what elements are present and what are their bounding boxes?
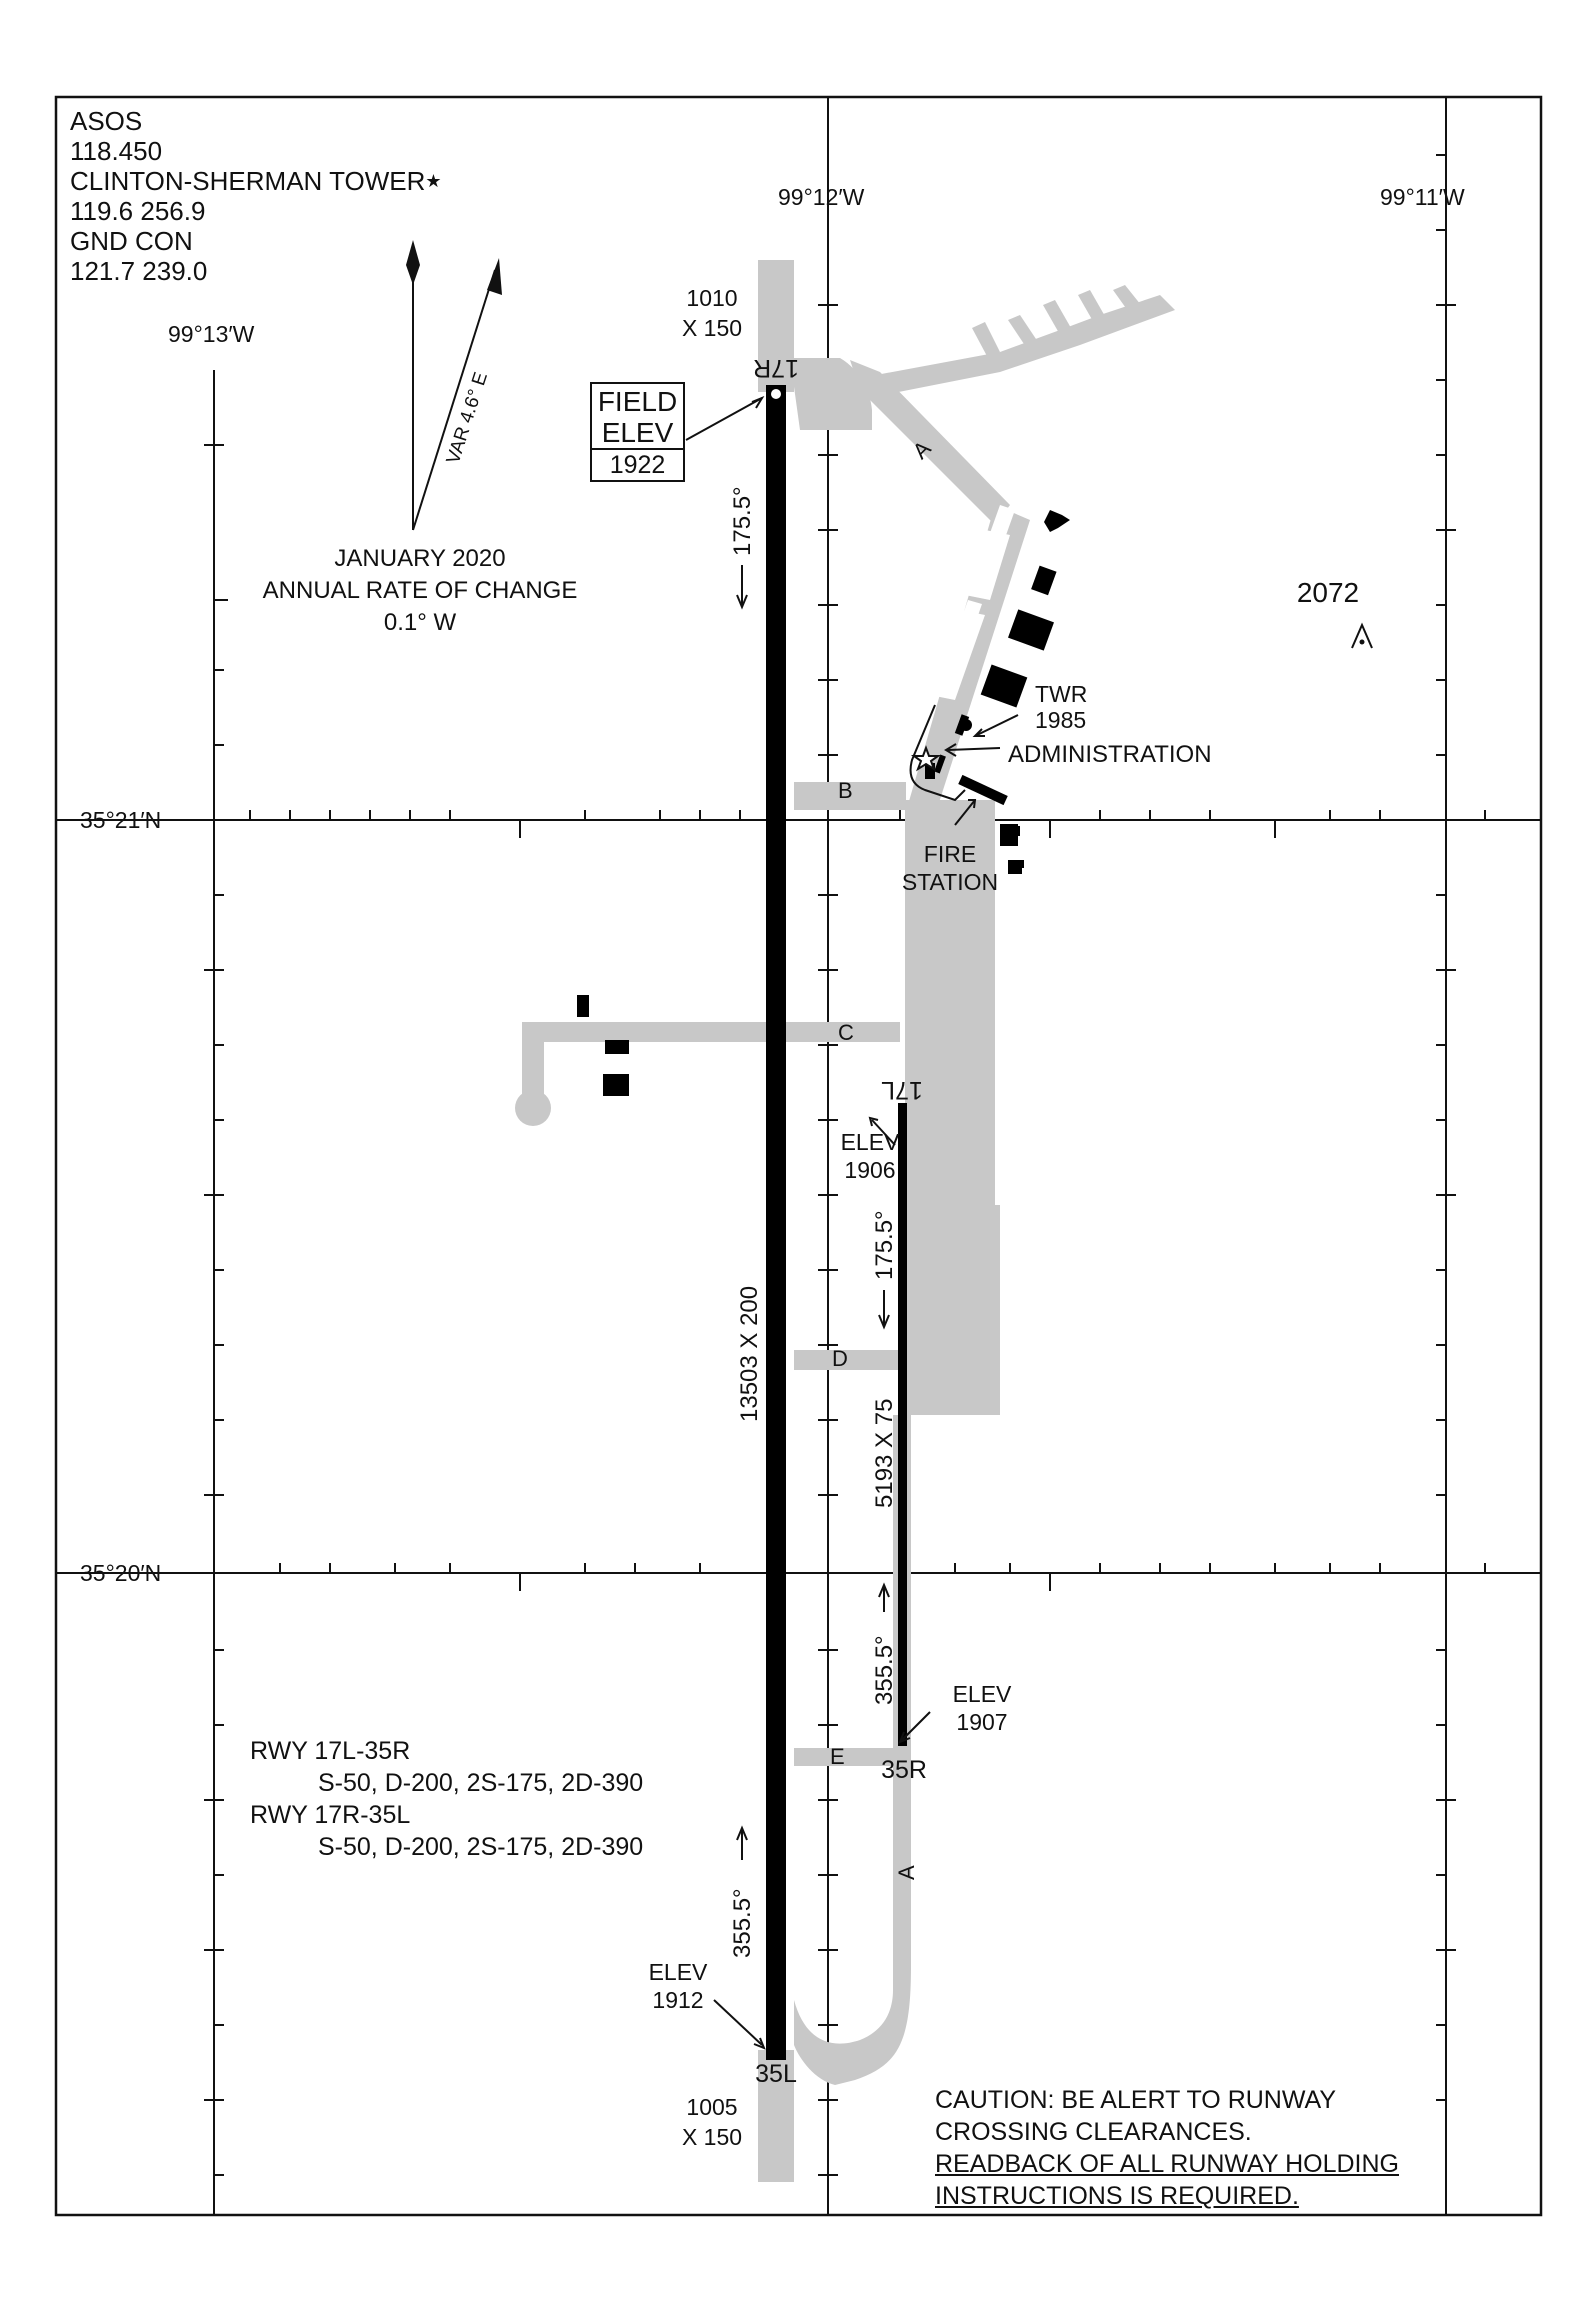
rwy-35l-heading: 355.5° <box>729 1888 756 1958</box>
rwy-35r-heading: 355.5° <box>871 1635 898 1705</box>
obstacle-elev: 2072 <box>1297 577 1359 608</box>
north-arrow <box>406 240 420 530</box>
taxiway-c-label: C <box>838 1020 854 1045</box>
admin-label: ADMINISTRATION <box>1008 741 1212 768</box>
field-elevation-box: FIELD ELEV 1922 <box>590 382 685 482</box>
south-overrun-length: 1005 <box>686 2094 737 2120</box>
south-overrun-width: X 150 <box>682 2124 742 2150</box>
field-elev-value: 1922 <box>590 448 685 481</box>
mag-rate-value: 0.1° W <box>384 609 457 636</box>
ground-frequency: 121.7 239.0 <box>70 256 208 286</box>
taxiway-b-label: B <box>838 778 853 803</box>
rwy-35r-elev-value: 1907 <box>956 1709 1007 1735</box>
taxiway-e-label: E <box>830 1744 845 1769</box>
grid-ticks <box>204 154 1486 2176</box>
taxiway-e <box>794 1748 906 1766</box>
taxiway-b <box>794 782 906 810</box>
rwy1-wb-values: S-50, D-200, 2S-175, 2D-390 <box>318 1769 644 1797</box>
ground-label: GND CON <box>70 226 193 256</box>
aircraft-icon <box>1044 510 1070 532</box>
rwy-35l-elev-label: ELEV <box>649 1959 708 1985</box>
rwy-35r-elev-label: ELEV <box>953 1681 1012 1707</box>
fire-station-label-1: FIRE <box>924 841 976 867</box>
caution-block: CAUTION: BE ALERT TO RUNWAY CROSSING CLE… <box>935 2084 1399 2212</box>
lon-left-label: 99°13′W <box>168 321 255 347</box>
rwy-17r-label: 17R <box>753 354 799 382</box>
north-overrun-width: X 150 <box>682 315 742 341</box>
tower-elev: 1985 <box>1035 707 1086 733</box>
buildings <box>577 510 1070 1096</box>
rwy-35l-elev-value: 1912 <box>652 1987 703 2013</box>
lat-upper-label: 35°21′N <box>80 807 161 833</box>
north-overrun <box>758 260 794 392</box>
rwy2-wb-values: S-50, D-200, 2S-175, 2D-390 <box>318 1833 644 1861</box>
north-overrun-length: 1010 <box>686 285 737 311</box>
asos-label: ASOS <box>70 106 143 136</box>
mag-date: JANUARY 2020 <box>334 545 505 572</box>
leader-lines <box>685 395 1019 2050</box>
taxiway-d <box>794 1350 906 1370</box>
taxiway-pavement <box>515 260 1175 2182</box>
lon-right-label: 99°11′W <box>1380 184 1465 210</box>
taxiway-a-south-label: A <box>894 1865 919 1880</box>
rwy-35r-label: 35R <box>881 1756 927 1784</box>
rwy-17r-heading: 175.5° <box>729 486 756 556</box>
rwy1-wb-label: RWY 17L-35R <box>250 1737 411 1765</box>
tower-frequency: 119.6 256.9 <box>70 196 206 226</box>
rwy-17l-label: 17L <box>881 1076 923 1104</box>
caution-line3: READBACK OF ALL RUNWAY HOLDING <box>935 2150 1399 2178</box>
caution-line1: CAUTION: BE ALERT TO RUNWAY <box>935 2086 1337 2114</box>
admin-star-icon <box>910 745 942 772</box>
taxiway-c <box>522 1022 900 1042</box>
field-elev-line1: FIELD <box>597 386 678 417</box>
rwy-17l-heading: 175.5° <box>871 1210 898 1280</box>
mag-rate-title: ANNUAL RATE OF CHANGE <box>263 577 578 604</box>
rwy-17r-dimensions: 13503 X 200 <box>736 1286 763 1422</box>
tower-label: TWR <box>1035 681 1087 707</box>
lon-mid-label: 99°12′W <box>778 184 865 210</box>
runway-17l-35r <box>898 1103 907 1746</box>
magnetic-variation-arrow <box>412 258 502 531</box>
asos-frequency: 118.450 <box>70 136 163 166</box>
obstacle-icon <box>1351 622 1373 649</box>
apron-islands <box>938 505 1015 690</box>
var-label: VAR 4.6° E <box>443 370 492 467</box>
south-overrun <box>758 2050 794 2182</box>
fire-station-label-2: STATION <box>902 869 998 895</box>
lat-lon-grid <box>56 97 1541 2215</box>
rwy-17l-elev-value: 1906 <box>844 1157 895 1183</box>
admin-area-outline <box>909 704 966 802</box>
tower-name: CLINTON-SHERMAN TOWER★ <box>70 166 442 196</box>
taxiway-d-label: D <box>832 1346 848 1371</box>
rwy-35l-label: 35L <box>755 2060 797 2088</box>
rwy2-wb-label: RWY 17R-35L <box>250 1801 411 1829</box>
caution-line2: CROSSING CLEARANCES. <box>935 2118 1252 2146</box>
lat-lower-label: 35°20′N <box>80 1560 161 1586</box>
frequency-block: ASOS 118.450 CLINTON-SHERMAN TOWER★ 119.… <box>70 106 442 286</box>
weight-bearing-block: RWY 17L-35R S-50, D-200, 2S-175, 2D-390 … <box>250 1735 643 1863</box>
runway-17r-35l <box>766 385 786 2060</box>
rwy-17l-elev-label: ELEV <box>841 1129 900 1155</box>
tower-star-icon: ★ <box>425 171 442 191</box>
runway-17r-threshold-dot <box>771 389 781 399</box>
chart-border <box>54 95 1543 2217</box>
caution-line4: INSTRUCTIONS IS REQUIRED. <box>935 2182 1299 2210</box>
rwy-17l-dimensions: 5193 X 75 <box>871 1399 898 1508</box>
field-elev-line2: ELEV <box>601 417 674 448</box>
